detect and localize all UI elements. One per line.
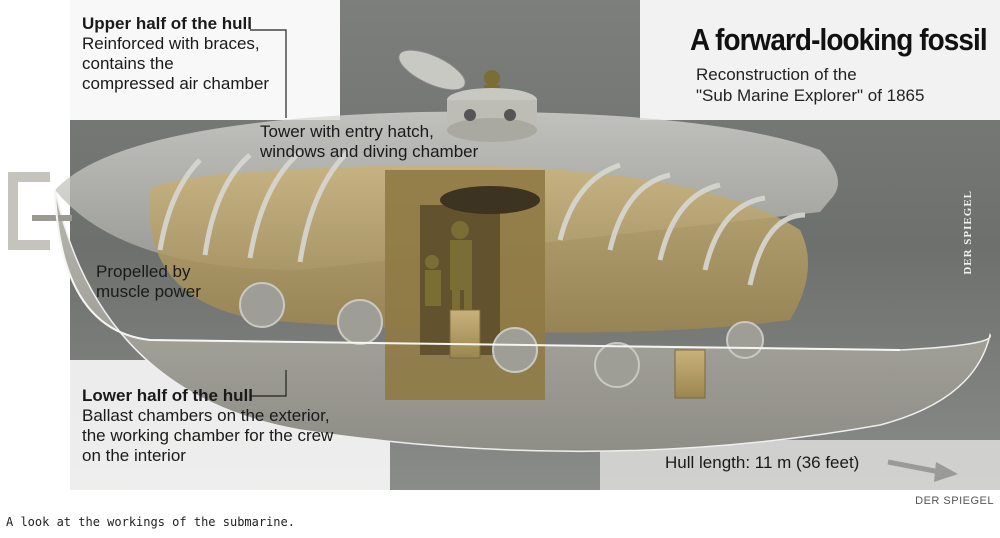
subtitle-line-1: Reconstruction of the (696, 65, 857, 84)
hull-length-label: Hull length: 11 m (36 feet) (665, 453, 860, 472)
infographic-panel: A forward-looking fossil Reconstruction … (8, 0, 1000, 490)
lower-hull-line-1: Ballast chambers on the exterior, (82, 406, 330, 425)
watermark: DER SPIEGEL (962, 190, 974, 275)
propulsion-line-1: Propelled by (96, 262, 191, 281)
tower-callout: Tower with entry hatch, windows and divi… (260, 122, 478, 162)
lower-hull-callout: Lower half of the hull Ballast chambers … (82, 386, 333, 466)
image-credit: DER SPIEGEL (915, 495, 994, 507)
propulsion-callout: Propelled by muscle power (96, 262, 201, 302)
tower-line-1: Tower with entry hatch, (260, 122, 434, 141)
submarine-illustration (8, 0, 1000, 490)
tower-line-2: windows and diving chamber (260, 142, 479, 161)
upper-hull-line-1: Reinforced with braces, (82, 34, 260, 53)
subtitle: Reconstruction of the "Sub Marine Explor… (696, 64, 924, 106)
upper-hull-title: Upper half of the hull (82, 14, 252, 33)
upper-hull-line-3: compressed air chamber (82, 74, 270, 93)
upper-hull-callout: Upper half of the hull Reinforced with b… (82, 14, 269, 94)
lower-hull-line-3: on the interior (82, 446, 186, 465)
image-caption: A look at the workings of the submarine. (6, 515, 295, 529)
subtitle-line-2: "Sub Marine Explorer" of 1865 (696, 86, 925, 105)
lower-hull-line-2: the working chamber for the crew (82, 426, 334, 445)
lower-hull-title: Lower half of the hull (82, 386, 253, 405)
propulsion-line-2: muscle power (96, 282, 201, 301)
page-title: A forward-looking fossil (690, 22, 988, 57)
upper-hull-line-2: contains the (82, 54, 174, 73)
